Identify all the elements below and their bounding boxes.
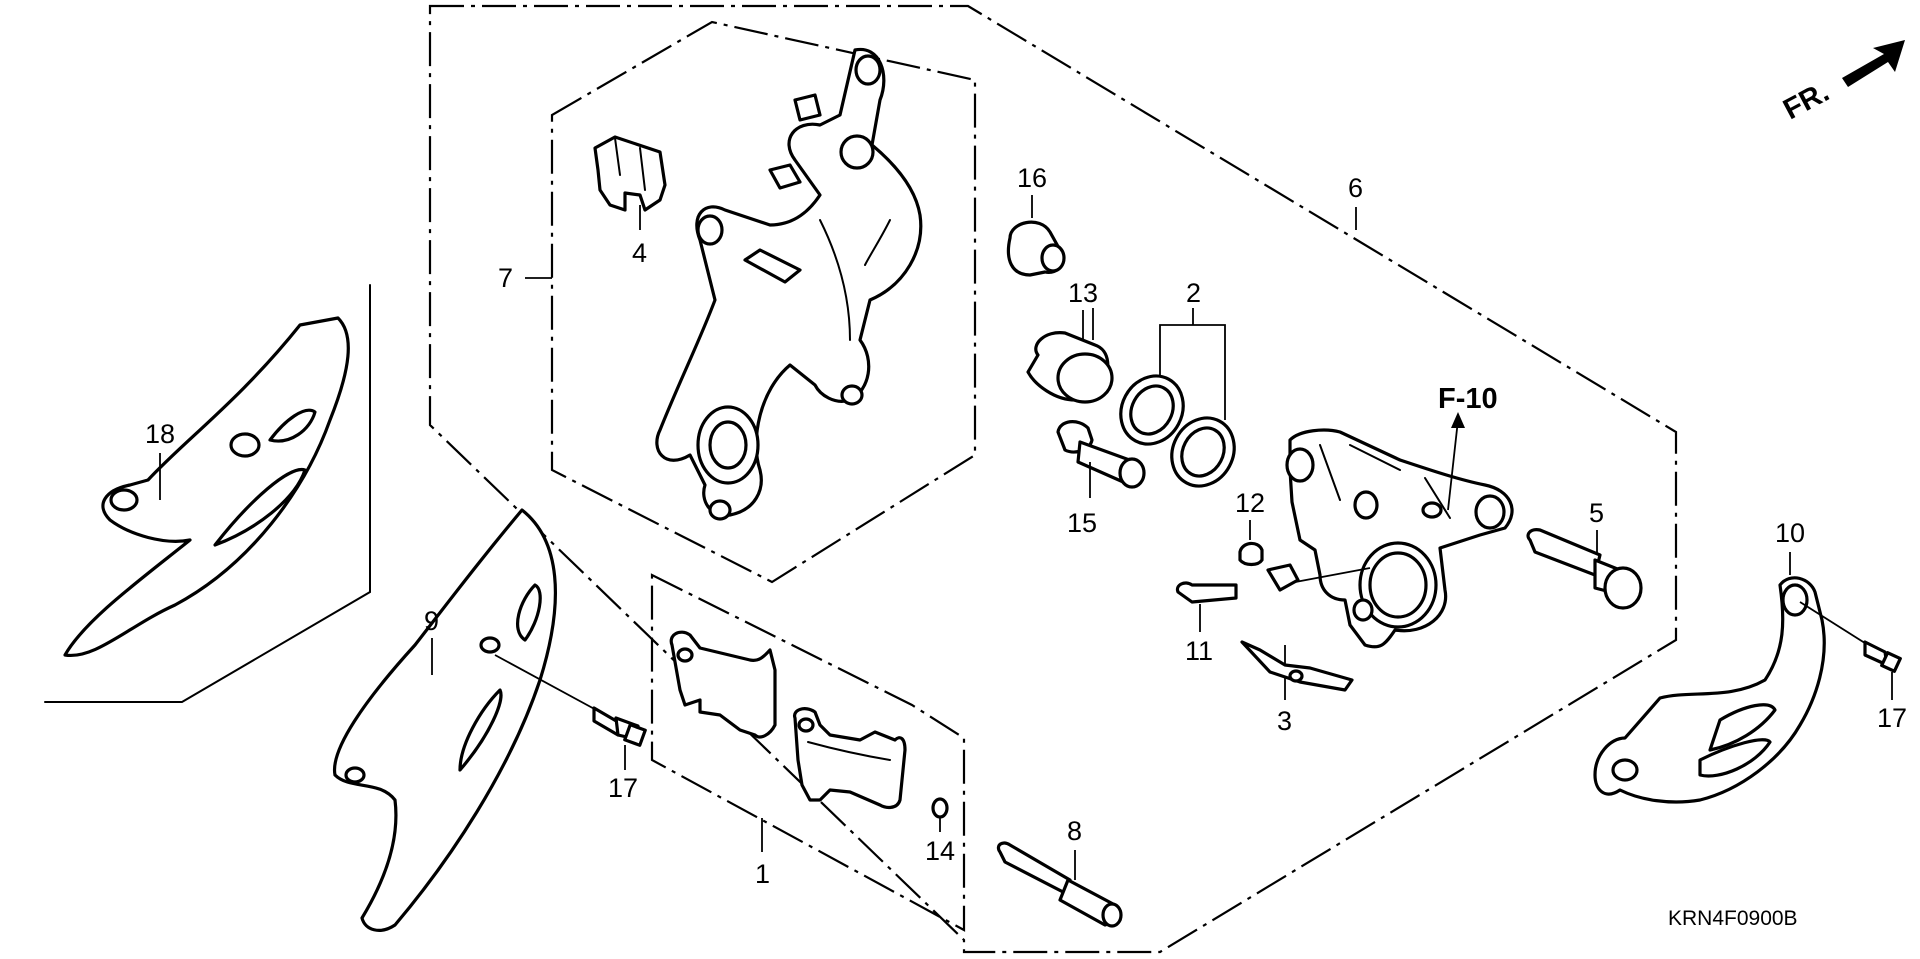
callout-17-right: 17 — [1877, 703, 1907, 733]
bleeder-screw-11 — [1175, 581, 1238, 632]
bleeder-cap-12 — [1238, 520, 1371, 592]
caliper-bracket-7 — [655, 47, 923, 521]
bleed-cap-16 — [1006, 195, 1066, 277]
callout-14: 14 — [925, 836, 955, 866]
front-marker-label: FR. — [1778, 76, 1834, 126]
callout-3: 3 — [1277, 706, 1292, 736]
callout-13: 13 — [1068, 278, 1098, 308]
pad-set-1-outline — [650, 573, 966, 932]
hose-guard-10 — [1593, 552, 1826, 804]
leader-F10 — [1447, 419, 1459, 511]
callout-15: 15 — [1067, 508, 1097, 538]
callout-11: 11 — [1185, 636, 1213, 666]
callout-4: 4 — [632, 238, 647, 268]
leader-F10-arrowhead — [1451, 412, 1465, 428]
piston-13 — [1026, 310, 1114, 404]
callout-8: 8 — [1067, 816, 1082, 846]
assembly-6-outline — [428, 4, 1678, 954]
diagram-code: KRN4F0900B — [1668, 907, 1798, 930]
front-arrow-icon — [1842, 40, 1905, 87]
pad-pin-clip-14 — [931, 797, 949, 819]
callout-16: 16 — [1017, 163, 1047, 193]
pad-pin-8 — [996, 841, 1123, 928]
piston-seals-2 — [1119, 308, 1236, 488]
disc-cover-9 — [332, 508, 557, 932]
callout-6: 6 — [1348, 173, 1363, 203]
disc-guard-18 — [44, 284, 371, 703]
callout-18: 18 — [145, 419, 175, 449]
caliper-body — [1285, 428, 1514, 649]
slide-pin-5 — [1526, 528, 1643, 610]
bolt-17-left — [494, 654, 647, 747]
callout-10: 10 — [1775, 518, 1805, 548]
callout-7: 7 — [498, 263, 513, 293]
callout-17-left: 17 — [608, 773, 638, 803]
reference-label: F-10 — [1438, 383, 1498, 415]
bolt-17-right — [1799, 601, 1902, 700]
slide-pin-15 — [1056, 420, 1146, 498]
callout-9: 9 — [424, 606, 439, 636]
callout-1: 1 — [755, 859, 770, 889]
callout-2: 2 — [1186, 278, 1201, 308]
brake-pads-1 — [669, 630, 907, 835]
pad-spring-4 — [593, 135, 667, 230]
front-direction-marker: FR. — [1778, 40, 1905, 126]
callout-12: 12 — [1235, 488, 1265, 518]
pad-retainer-3 — [1240, 640, 1354, 700]
bracket-7-outline — [550, 20, 977, 584]
callout-5: 5 — [1589, 498, 1604, 528]
